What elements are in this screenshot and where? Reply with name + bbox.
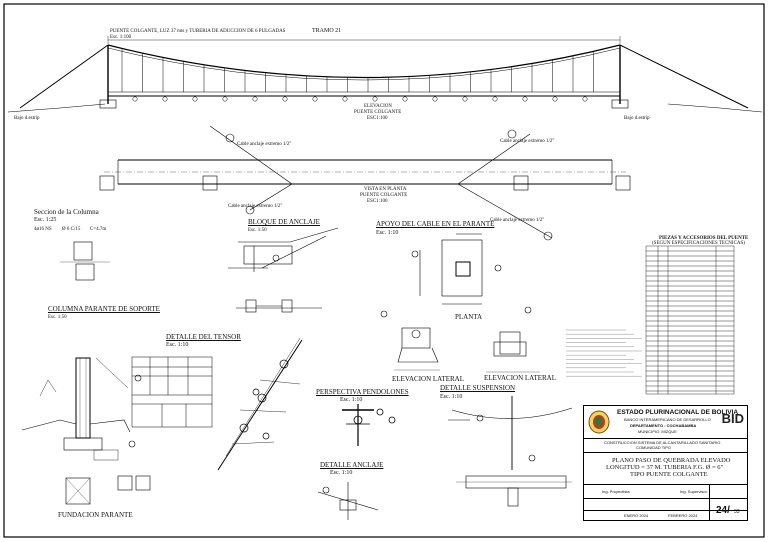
fittings-table	[645, 245, 735, 395]
header-title: PUENTE COLGANTE, LUZ 37 mts y TUBERIA DE…	[110, 29, 286, 34]
suspension-scale: Esc. 1:10	[440, 394, 463, 400]
columna-title: COLUMNA PARANTE DE SOPORTE	[48, 305, 160, 313]
hanger-group	[121, 48, 594, 92]
elevation-drawing	[7, 36, 763, 113]
bloque-scale: Esc. 1:50	[248, 228, 267, 233]
tensor-table	[131, 356, 213, 428]
plan-note-4: Cable anclaje extremo 1/2"	[490, 218, 545, 223]
tb-project: CONSTRUCCION SISTEMA DE ALCANTARILLADO S…	[604, 440, 721, 445]
apoyo-planta: PLANTA	[455, 313, 483, 321]
anclaje-title: DETALLE ANCLAJE	[320, 461, 384, 469]
column-section-title: Seccion de la Columna	[34, 208, 99, 216]
fittings-subtitle: (SEGUN ESPECIFICACIONES TECNICAS)	[652, 241, 745, 246]
column-section-spec2: Ø 6 C/15	[62, 227, 81, 232]
tb-community: COMUNIDAD TIPO	[636, 445, 672, 450]
tb-plan-title-3: TIPO PUENTE COLGANTE	[630, 471, 708, 478]
deck-support-mark	[192, 96, 198, 102]
elev-lateral-left: ELEVACION LATERAL	[392, 375, 465, 383]
tb-muni: MUNICIPIO: MIZQUE	[638, 429, 677, 434]
elevacion-lateral-drawing	[380, 306, 540, 373]
column-section-drawing	[60, 241, 110, 281]
elevation-left-tag: Bajo d.estrip	[14, 116, 40, 121]
tb-entity: ESTADO PLURINACIONAL DE BOLIVIA	[617, 409, 739, 416]
tb-date-label: ENERO 2024	[624, 513, 649, 518]
plan-note-2: Cable anclaje extremo 1/2"	[500, 139, 555, 144]
elevation-scale: ESC1:100	[367, 116, 388, 121]
tb-plan-title-1: PLANO PASO DE QUEBRADA ELEVADO	[612, 457, 731, 464]
anclaje-drawing	[317, 482, 379, 520]
header-scale: Esc. 1:100	[110, 35, 132, 40]
bolivia-seal-icon	[588, 410, 610, 434]
pendolones-title: PERSPECTIVA PENDOLONES	[316, 388, 409, 396]
columna-scale: Esc. 1:50	[48, 315, 67, 320]
header-tramo: TRAMO 21	[312, 28, 342, 34]
fundacion-drawing	[65, 475, 151, 505]
fundacion-title: FUNDACION PARANTE	[58, 511, 133, 519]
apoyo-title: APOYO DEL CABLE EN EL PARANTE	[376, 220, 495, 228]
deck-support-mark	[552, 96, 558, 102]
deck-support-mark	[402, 96, 408, 102]
deck-support-group	[132, 96, 588, 102]
suspension-drawing	[448, 396, 573, 507]
plan-note-1: Cable anclaje extremo 1/2"	[237, 142, 292, 147]
elevation-right-tag: Bajo d.estrip	[624, 116, 650, 121]
fittings-title: PIEZAS Y ACCESORIOS DEL PUENTE	[659, 236, 749, 241]
bloque-anclaje-drawing	[228, 227, 339, 313]
title-block: BID ESTADO PLURINACIONAL DE BOLIVIA BANC…	[583, 405, 748, 521]
plan-label: VISTA EN PLANTA	[364, 187, 407, 192]
apoyo-scale: Esc. 1:10	[376, 230, 399, 236]
deck-support-mark	[492, 96, 498, 102]
sheet-border	[3, 3, 765, 538]
column-section-spec3: C=4.7m	[90, 227, 107, 232]
deck-support-mark	[162, 96, 168, 102]
deck-support-mark	[432, 96, 438, 102]
plan-scale: ESC1:100	[367, 199, 388, 204]
apoyo-cable-drawing	[411, 233, 502, 305]
tb-dept: DEPARTAMENTO : COCHABAMBA	[630, 423, 697, 428]
tb-designer: Ing. Proyectista	[602, 489, 630, 494]
tb-plan-title-2: LONGITUD = 37 M. TUBERIA F.G. Ø = 6"	[606, 464, 724, 471]
deck-support-mark	[252, 96, 258, 102]
plan-sub: PUENTE COLGANTE	[360, 193, 408, 198]
elevation-sub: PUENTE COLGANTE	[354, 110, 402, 115]
tb-date-value: FEBRERO 2024	[668, 513, 698, 518]
tensor-detail-drawing	[217, 337, 303, 471]
plan-view-drawing	[99, 125, 631, 241]
plan-note-3: Cable anclaje extremo 1/2"	[228, 204, 283, 209]
elev-lateral-right: ELEVACION LATERAL	[484, 374, 557, 382]
deck-support-mark	[132, 96, 138, 102]
pendolones-scale: Esc. 1:10	[340, 397, 363, 403]
anclaje-scale: Esc. 1:10	[330, 470, 353, 476]
column-section-scale: Esc. 1:25	[34, 217, 57, 223]
bid-logo: BID	[721, 411, 744, 426]
deck-support-mark	[372, 96, 378, 102]
tb-sheet-total: 33	[734, 509, 740, 515]
tb-bank: BANCO INTERAMERICANO DE DESARROLLO	[624, 417, 711, 422]
tb-reviewer: Ing. Supervisor	[680, 489, 707, 494]
deck-support-mark	[222, 96, 228, 102]
tensor-title: DETALLE DEL TENSOR	[166, 333, 241, 341]
columna-parante-drawing	[21, 357, 142, 461]
pendolones-drawing	[342, 404, 396, 446]
column-section-spec1: 4ø16 NS	[34, 227, 52, 232]
tensor-scale: Esc. 1:10	[166, 342, 189, 348]
bloque-title: BLOQUE DE ANCLAJE	[248, 218, 320, 226]
tb-sheet-number: 24/	[716, 505, 730, 516]
deck-support-mark	[342, 96, 348, 102]
general-notes-block	[566, 329, 642, 377]
deck-support-mark	[522, 96, 528, 102]
elevation-label: ELEVACION	[364, 104, 392, 109]
deck-support-mark	[582, 96, 588, 102]
deck-support-mark	[462, 96, 468, 102]
suspension-title: DETALLE SUSPENSION	[440, 384, 516, 392]
deck-support-mark	[312, 96, 318, 102]
deck-support-mark	[282, 96, 288, 102]
